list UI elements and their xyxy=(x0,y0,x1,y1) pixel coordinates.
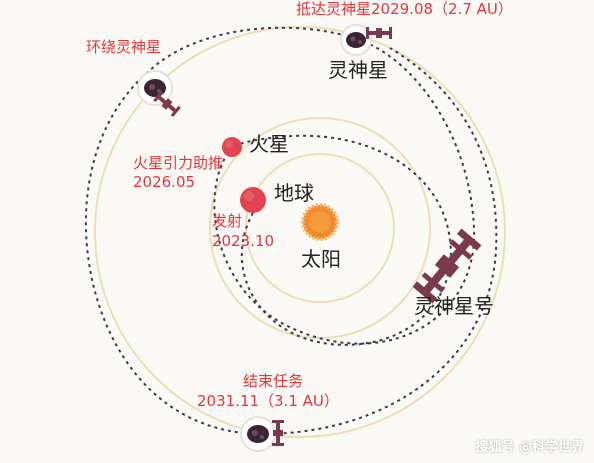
spacecraft-icon xyxy=(412,228,482,304)
spacecraft-label: 灵神星号 xyxy=(414,294,494,318)
launch-date: 2023.10 xyxy=(212,232,275,250)
mars-assist-label: 火星引力助推 xyxy=(133,154,224,172)
sun-label: 太阳 xyxy=(301,247,341,271)
end-mission-date: 2031.11（3.1 AU） xyxy=(197,392,339,410)
arrival-label: 抵达灵神星2029.08（2.7 AU） xyxy=(296,0,513,18)
watermark: 搜狐号 @科学世界 xyxy=(475,440,584,455)
psyche-label: 灵神星 xyxy=(328,58,388,82)
launch-label: 发射 xyxy=(212,212,243,230)
asteroid-icon xyxy=(340,24,372,56)
trajectory-mars-to-psyche xyxy=(213,37,476,345)
psyche-orbit xyxy=(94,26,506,438)
spacecraft-icon xyxy=(366,27,392,39)
asteroid-icon xyxy=(137,70,173,106)
orbit-psyche-label: 环绕灵神星 xyxy=(86,38,162,56)
earth-icon xyxy=(240,187,266,213)
sun-icon xyxy=(301,203,339,241)
earth-label: 地球 xyxy=(274,181,314,205)
mars-assist-date: 2026.05 xyxy=(133,173,196,191)
mars-label: 火星 xyxy=(249,132,289,156)
spacecraft-icon xyxy=(153,91,181,117)
asteroid-icon xyxy=(240,416,276,452)
spacecraft-icon xyxy=(272,420,284,446)
trajectory-psyche-orbit xyxy=(84,26,498,436)
end-mission-label: 结束任务 xyxy=(243,372,304,390)
mars-icon xyxy=(222,137,242,157)
